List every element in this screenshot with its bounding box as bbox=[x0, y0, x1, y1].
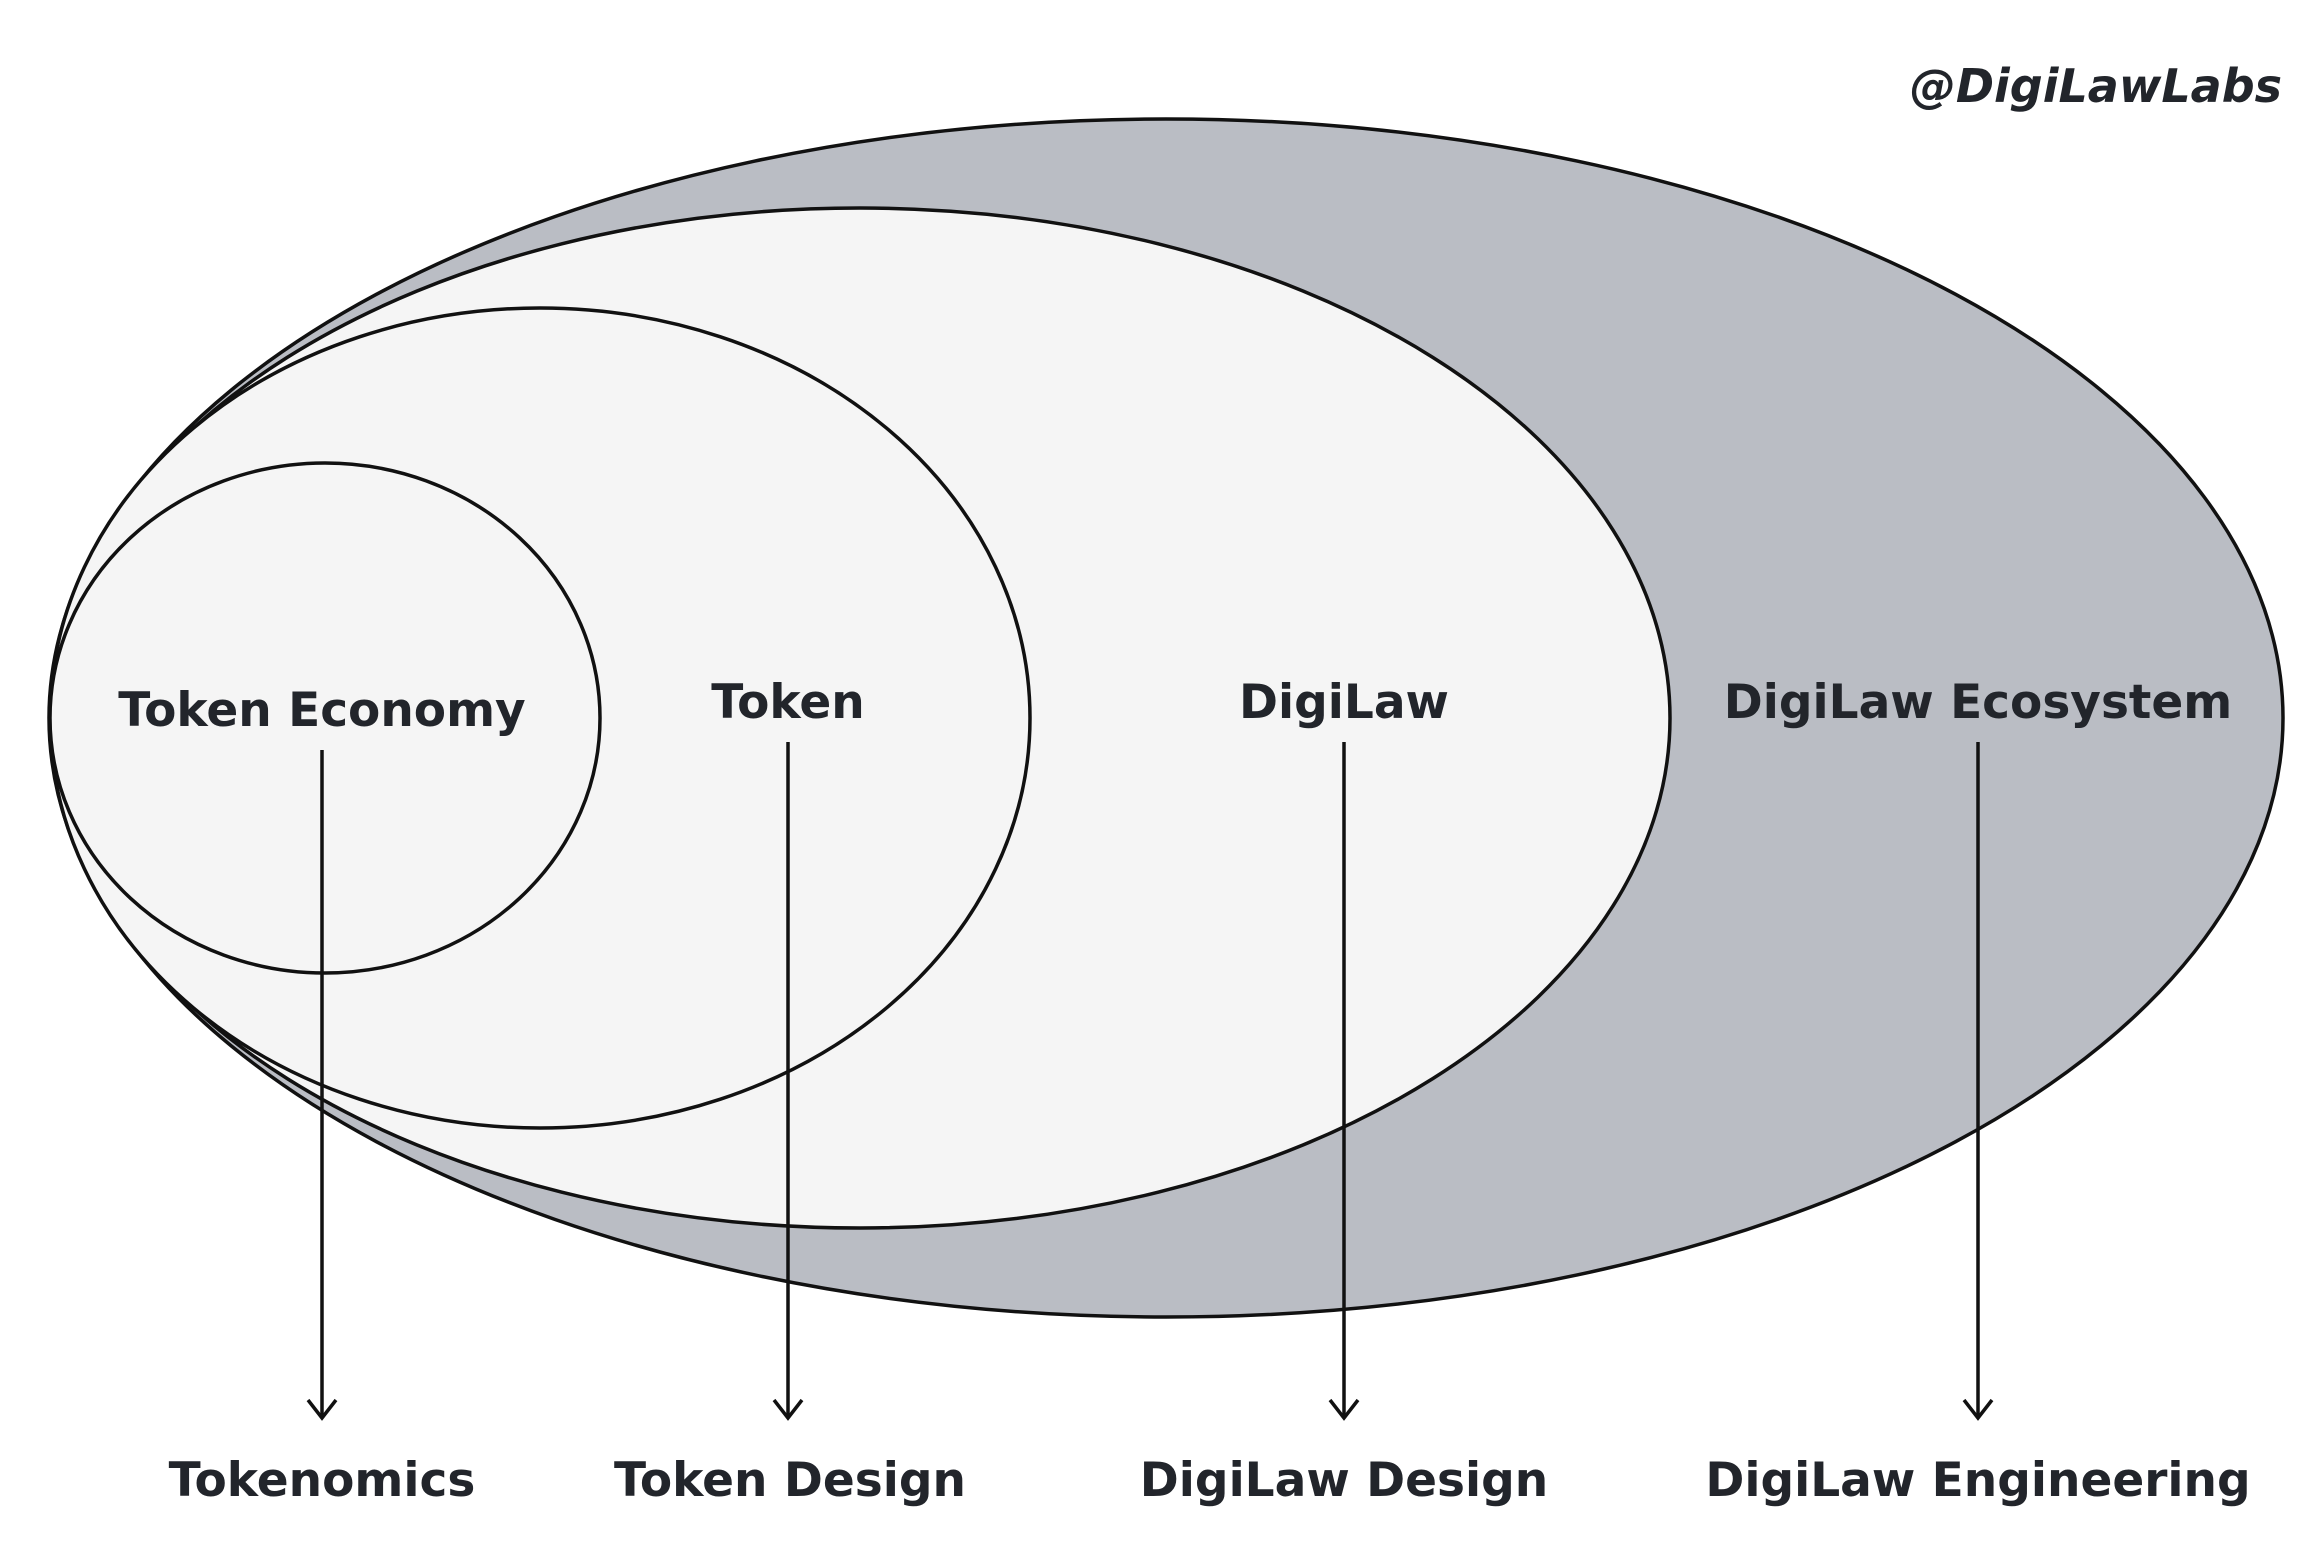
discipline-label-digilaw-design: DigiLaw Design bbox=[1140, 1453, 1548, 1508]
arrow-digilaw bbox=[1328, 742, 1360, 1421]
discipline-label-token-design: Token Design bbox=[614, 1453, 966, 1508]
region-label-token-economy: Token Economy bbox=[118, 683, 525, 738]
ellipse-token-economy bbox=[48, 461, 602, 975]
region-label-digilaw: DigiLaw bbox=[1239, 675, 1449, 730]
arrow-digilaw-ecosystem bbox=[1962, 742, 1994, 1421]
region-label-token: Token bbox=[711, 675, 864, 730]
arrow-token-economy bbox=[306, 750, 338, 1421]
discipline-label-digilaw-engineering: DigiLaw Engineering bbox=[1705, 1453, 2250, 1508]
watermark: @DigiLawLabs bbox=[1910, 59, 2282, 113]
arrow-token bbox=[772, 742, 804, 1421]
discipline-label-tokenomics: Tokenomics bbox=[169, 1453, 476, 1508]
region-label-digilaw-ecosystem: DigiLaw Ecosystem bbox=[1724, 675, 2233, 730]
